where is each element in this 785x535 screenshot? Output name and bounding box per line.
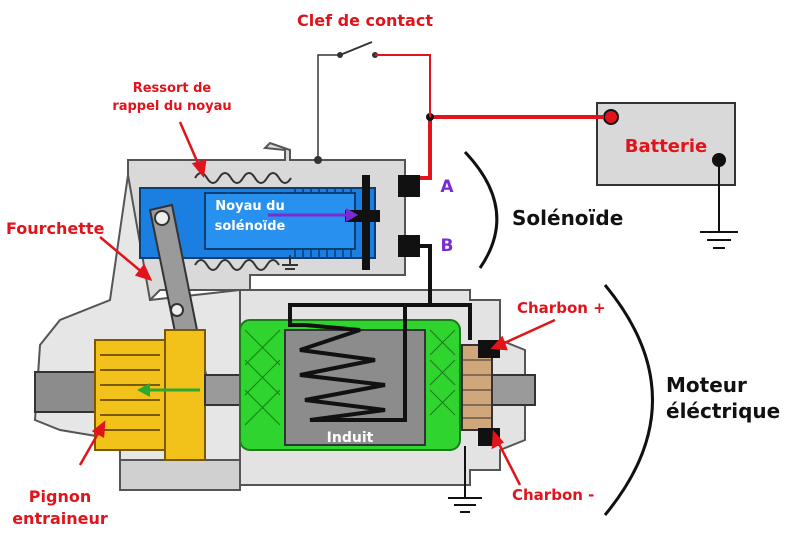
contact-disk — [362, 175, 370, 270]
pinion-arrow-head — [137, 383, 150, 397]
return-spring-label-line2: rappel du noyau — [112, 99, 231, 114]
fork-label: Fourchette — [6, 219, 105, 238]
terminal-b-label: B — [441, 236, 454, 256]
pointer-arrows — [78, 121, 556, 486]
field-coil-wire — [288, 255, 472, 422]
terminal-a-block — [398, 175, 420, 197]
battery-label: Batterie — [625, 136, 708, 157]
solenoid-label: Solénoïde — [512, 206, 623, 230]
return-spring-label-line1: Ressort de — [133, 81, 212, 96]
key-switch-blade — [339, 41, 373, 56]
ignition-wire-left — [317, 54, 340, 160]
terminal-a-label: A — [440, 177, 454, 197]
armature-label: Induit — [327, 430, 374, 446]
motor-bracket — [603, 284, 654, 516]
motor-ground-icon — [448, 446, 482, 513]
return-spring-bottom — [194, 259, 280, 271]
battery-positive-terminal — [603, 109, 619, 125]
pinion-label-line2: entraineur — [12, 509, 108, 528]
brush-plus-label: Charbon + — [517, 299, 606, 317]
coil-ground-icon — [282, 255, 298, 270]
plunger-label-line2: solénoïde — [215, 219, 286, 234]
plunger-arrow-head — [346, 208, 358, 222]
motor-label-line2: éléctrique — [666, 399, 780, 423]
key-switch-label: Clef de contact — [297, 11, 433, 30]
commutator — [461, 344, 493, 431]
drive-pinion — [34, 329, 206, 461]
solenoid-plunger — [204, 192, 356, 250]
plunger-label-line1: Noyau du — [215, 199, 284, 214]
return-spring-top — [194, 172, 292, 184]
armature: Induit — [239, 319, 461, 451]
terminal-b-block — [398, 235, 420, 257]
battery-case — [596, 102, 736, 186]
battery-wire — [420, 115, 604, 180]
brush-minus-label: Charbon - — [512, 486, 594, 504]
terminal-b-wire — [420, 244, 432, 258]
solenoid-bracket — [463, 150, 499, 269]
pinion-label-line1: Pignon — [29, 487, 91, 506]
battery-ground-icon — [700, 160, 738, 249]
ignition-wire-right — [375, 54, 431, 117]
motor-label-line1: Moteur — [666, 373, 747, 397]
